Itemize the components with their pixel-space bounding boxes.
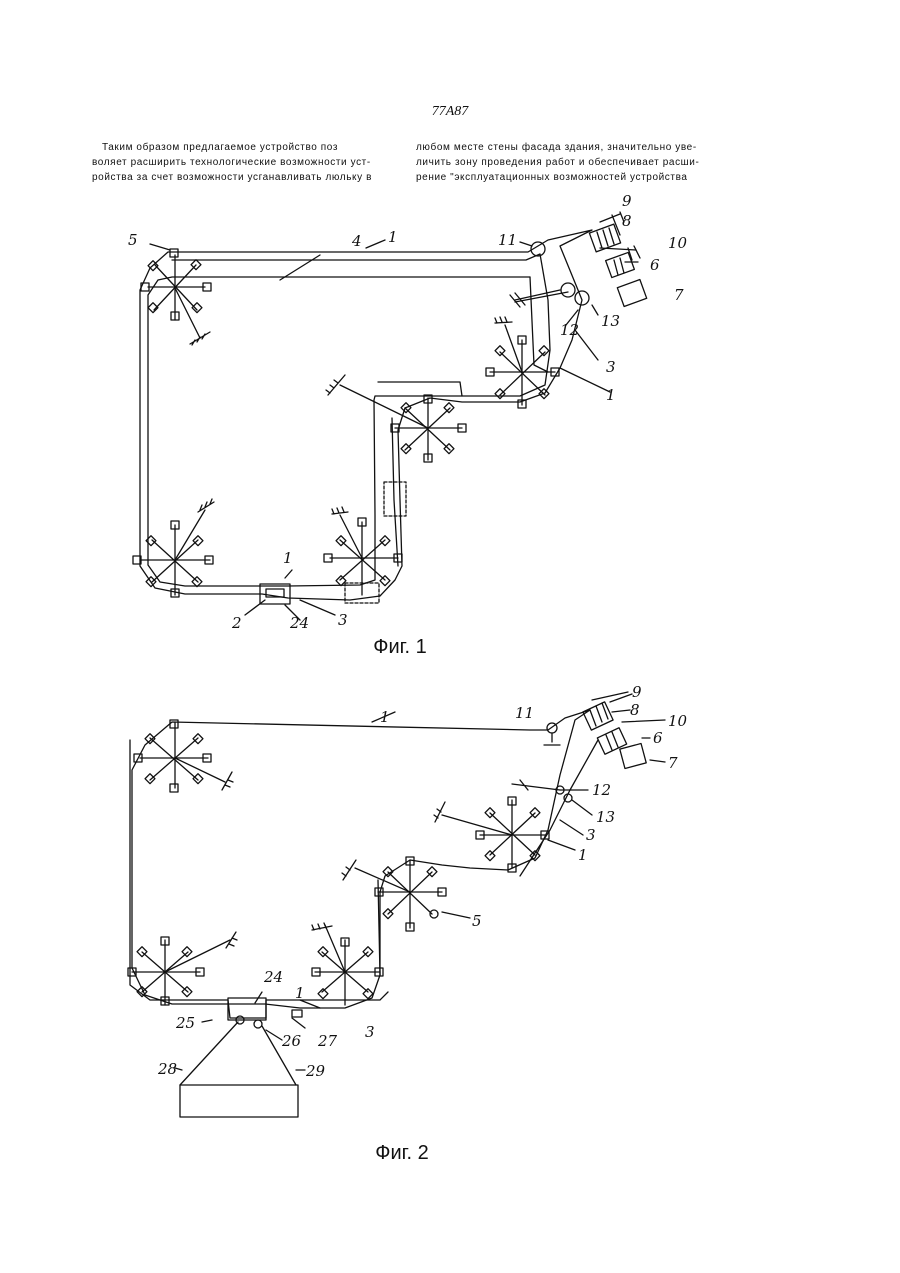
star-wheel [324, 507, 402, 603]
cradle-28 [180, 1085, 298, 1117]
label: 9 [632, 683, 642, 701]
label: 1 [283, 549, 293, 567]
label: 1 [295, 984, 305, 1002]
pulley-11 [547, 723, 557, 733]
label: 12 [560, 321, 579, 339]
star-wheel [434, 797, 549, 872]
rope-outer [140, 230, 592, 600]
label: 27 [317, 1032, 338, 1050]
label: 9 [622, 192, 632, 210]
label: 26 [281, 1032, 302, 1050]
label: 5 [128, 231, 138, 249]
label: 1 [388, 228, 398, 246]
label: 8 [630, 701, 640, 719]
carriage-24 [228, 998, 266, 1020]
winch [589, 212, 646, 307]
label: 11 [498, 231, 517, 249]
rope-inner [148, 254, 550, 586]
clamp-27 [292, 1010, 302, 1017]
anchor [510, 290, 568, 307]
label: 24 [263, 968, 283, 986]
pulley [254, 1020, 262, 1028]
star-wheel [312, 923, 383, 1005]
label: 29 [305, 1062, 326, 1080]
label: 11 [515, 704, 534, 722]
anchor [512, 780, 560, 790]
pulley-13 [575, 291, 589, 305]
label: 10 [668, 712, 688, 730]
anchor [544, 733, 560, 745]
star-wheel [342, 857, 446, 931]
label: 1 [578, 846, 588, 864]
label: 12 [592, 781, 611, 799]
label: 3 [586, 826, 596, 844]
cradle-cable [180, 1022, 296, 1085]
label: 13 [596, 808, 615, 826]
star-wheel [133, 499, 214, 597]
star-wheel [128, 932, 237, 1005]
rope-segment [392, 418, 398, 566]
label: 1 [606, 386, 616, 404]
label: 6 [653, 729, 663, 747]
label: 8 [622, 212, 632, 230]
label: 4 [351, 232, 362, 250]
label: 3 [606, 358, 616, 376]
label: 3 [338, 611, 348, 629]
label: 25 [175, 1014, 195, 1032]
label: 28 [157, 1060, 177, 1078]
star-wheel [134, 720, 233, 792]
label: 2 [231, 614, 242, 632]
label: 13 [601, 312, 620, 330]
label: 7 [674, 286, 684, 304]
label: 7 [668, 754, 678, 772]
pulley-12 [561, 283, 575, 297]
figure-1: 5 4 1 11 9 8 10 6 7 12 13 3 1 1 2 24 3 [128, 192, 688, 632]
label: 24 [289, 614, 309, 632]
figure-1-caption: Фиг. 1 [300, 636, 500, 659]
figure-2-caption: Фиг. 2 [302, 1142, 502, 1165]
star-wheel [141, 249, 211, 345]
label: 10 [668, 234, 688, 252]
rope-segment [378, 382, 462, 396]
label: 1 [380, 708, 390, 726]
rope-outer [132, 710, 590, 1008]
label: 5 [472, 912, 482, 930]
label: 3 [365, 1023, 375, 1041]
figure-2: 1 11 9 8 10 6 7 12 13 3 1 5 24 1 25 26 2… [128, 683, 688, 1117]
label: 6 [650, 256, 660, 274]
